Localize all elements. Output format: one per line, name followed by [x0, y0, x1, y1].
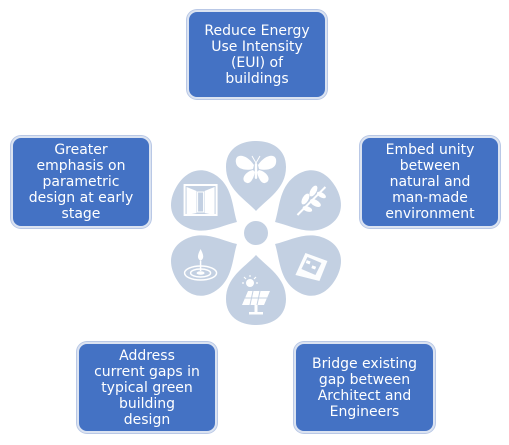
- box-parametric-design-text: Greater emphasis on parametric design at…: [28, 142, 134, 222]
- box-parametric-design: Greater emphasis on parametric design at…: [11, 136, 151, 228]
- box-reduce-energy-text: Reduce Energy Use Intensity (EUI) of bui…: [204, 22, 310, 87]
- flower-center: [244, 221, 268, 245]
- solar-panel-icon: [242, 275, 270, 315]
- box-bridge-gap: Bridge existing gap between Architect an…: [294, 342, 435, 433]
- building-icon: [295, 253, 328, 281]
- sustainability-flower: [161, 141, 351, 325]
- box-bridge-gap-text: Bridge existing gap between Architect an…: [311, 355, 418, 420]
- window-icon: [183, 184, 218, 216]
- water-drop-icon: [183, 249, 218, 281]
- box-embed-unity-text: Embed unity between natural and man-made…: [385, 142, 475, 222]
- leaf-branch-icon: [296, 185, 327, 216]
- box-reduce-energy: Reduce Energy Use Intensity (EUI) of bui…: [187, 10, 327, 99]
- butterfly-icon: [235, 155, 277, 184]
- box-address-gaps-text: Address current gaps in typical green bu…: [94, 347, 200, 428]
- box-address-gaps: Address current gaps in typical green bu…: [77, 342, 217, 433]
- box-embed-unity: Embed unity between natural and man-made…: [360, 136, 500, 228]
